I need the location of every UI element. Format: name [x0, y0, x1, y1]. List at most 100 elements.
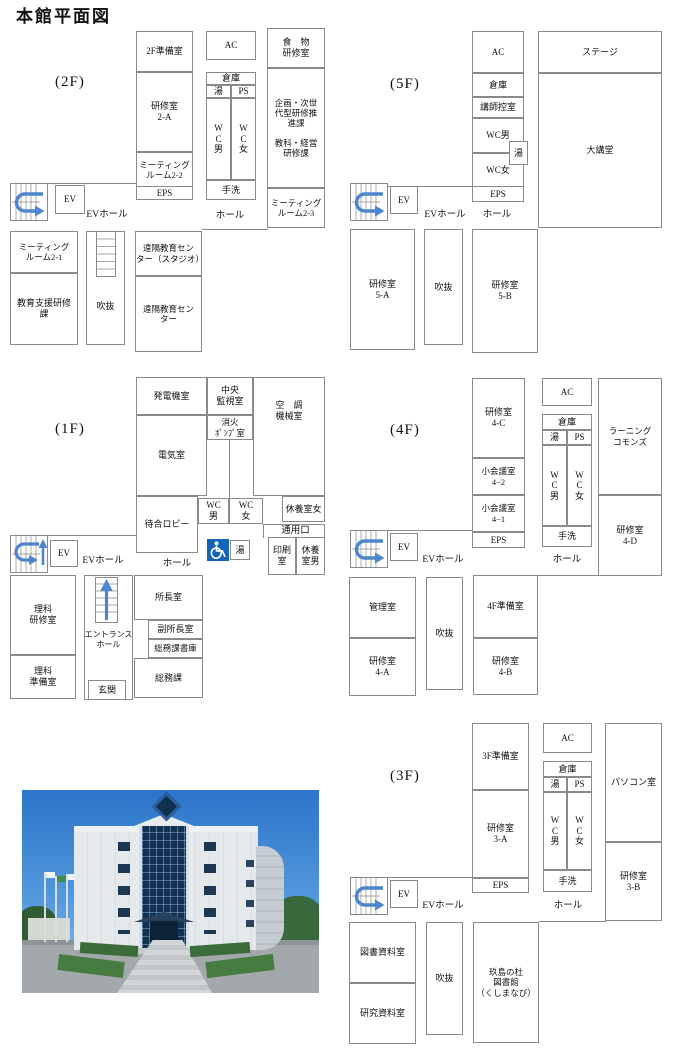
photo-far-building — [28, 918, 70, 944]
room-cell: 3F準備室 — [472, 723, 529, 790]
photo-flag-2 — [57, 876, 66, 882]
room-cell: 研修室 4-D — [598, 495, 662, 576]
room-label: AC — [491, 46, 505, 57]
room-label: 総務課書庫 — [154, 643, 197, 654]
room-label: 総務課 — [154, 672, 182, 683]
room-cell: 中央 監視室 — [207, 377, 253, 415]
room-label: 小会議室 4−2 — [481, 466, 516, 487]
room-label: ステージ — [582, 46, 618, 57]
staircase-icon — [350, 877, 388, 915]
floor-label: (5F) — [390, 76, 420, 92]
photo-wing-right — [182, 830, 258, 950]
room-label: EPS — [490, 188, 506, 199]
corridor-label: ホール — [553, 901, 583, 911]
corridor-label: ホール — [215, 211, 245, 221]
room-cell: 研修室 4-B — [473, 638, 538, 695]
room-cell: 休養 室男 — [296, 537, 325, 575]
corridor-label: EVホール — [82, 556, 124, 566]
room-label: EV — [58, 548, 70, 559]
room-label: 研修室 2-A — [150, 101, 178, 122]
room-label: PS — [238, 86, 249, 97]
room-cell: 研修室 5-A — [350, 229, 415, 350]
room-cell: 研修室 3-B — [605, 842, 662, 921]
room-label: 教育支援研修 課 — [16, 298, 71, 319]
room-label: 2F準備室 — [146, 46, 183, 57]
room-cell: 湯 — [543, 777, 567, 792]
room-label: PS — [574, 432, 585, 443]
room-cell: 休養室女 — [282, 496, 325, 522]
room-label: 理科 準備室 — [29, 666, 57, 687]
photo-flag-3 — [68, 874, 77, 880]
room-cell: 湯 — [230, 540, 250, 560]
wall-line — [229, 440, 230, 498]
room-label: EPS — [492, 880, 509, 891]
room-label: 研修室 4-C — [484, 407, 512, 428]
room-cell: 倉庫 — [472, 73, 524, 97]
room-label: 手洗 — [557, 531, 576, 542]
room-label: 吹抜 — [96, 300, 115, 311]
room-cell: 研修室 4-A — [349, 638, 416, 696]
room-label: WC女 — [486, 165, 510, 176]
room-label: 研修室 5-B — [491, 280, 519, 301]
room-cell: 手洗 — [543, 870, 592, 892]
floor-label: (4F) — [390, 422, 420, 438]
room-cell: EPS — [472, 878, 529, 893]
room-cell: 吹抜 — [424, 229, 463, 345]
room-cell: EPS — [472, 532, 525, 548]
corridor-label: 通用口 — [281, 526, 310, 536]
room-cell: 管理室 — [349, 577, 416, 638]
corridor-label: EVホール — [422, 555, 464, 565]
room-cell: ミーティング ルーム2-3 — [267, 188, 325, 228]
room-label: 遠隔教育セン ター — [142, 303, 194, 324]
photo-windows-right — [204, 842, 216, 934]
room-label: 手洗 — [558, 875, 577, 886]
room-label: 湯 — [550, 779, 560, 790]
photo-flagpole-3 — [66, 874, 68, 942]
room-label: 倉庫 — [557, 416, 576, 427]
room-label: 倉庫 — [221, 73, 240, 84]
photo-glass-tower — [142, 824, 186, 952]
room-label: ミーティング ルーム2-3 — [270, 197, 322, 218]
room-label: 発電機室 — [153, 390, 190, 401]
photo-flagpole-2 — [55, 876, 57, 942]
room-cell: W C 女 — [231, 98, 256, 180]
room-label: EV — [398, 888, 410, 899]
room-cell: 小会議室 4−1 — [472, 495, 525, 532]
staircase-icon — [350, 183, 388, 221]
room-label: 休養 室男 — [301, 545, 320, 566]
room-cell: WC 女 — [229, 498, 263, 524]
room-label: PS — [574, 779, 585, 790]
room-cell: 倉庫 — [543, 761, 592, 777]
room-label: 管理室 — [368, 602, 396, 613]
wall-line — [350, 877, 472, 878]
room-label: 研修室 4-D — [616, 524, 644, 546]
room-cell: 吹抜 — [426, 922, 463, 1035]
staircase-icon — [350, 530, 388, 568]
floor-label: (3F) — [390, 768, 420, 784]
room-label: 湯 — [513, 147, 523, 158]
room-label: 吹抜 — [435, 628, 454, 639]
room-label: AC — [560, 386, 574, 397]
page-title: 本館平面図 — [16, 7, 111, 26]
staircase-icon — [10, 535, 48, 573]
wheelchair-icon — [207, 539, 229, 561]
room-cell: 玖島の杜 図書館 （くしまなび） — [473, 922, 539, 1043]
corridor-label: ホール — [482, 210, 512, 220]
room-cell: AC — [543, 723, 592, 753]
room-label: ミーティング ルーム2-1 — [18, 241, 70, 262]
room-cell: 研修室 3-A — [472, 790, 529, 878]
floor-label: (2F) — [55, 74, 85, 90]
room-cell: ラーニング コモンズ — [598, 378, 662, 495]
room-cell: EV — [50, 540, 78, 567]
room-label: 手洗 — [221, 184, 240, 195]
room-cell: EV — [55, 185, 85, 214]
room-label: 所長室 — [154, 592, 182, 603]
room-cell: 研究資料室 — [349, 983, 416, 1044]
room-label: 食 物 研修室 — [282, 37, 310, 58]
room-cell: 玄関 — [88, 680, 126, 700]
room-label: WC 女 — [238, 500, 254, 521]
room-label: 湯 — [549, 432, 559, 443]
room-label: 企画・次世 代型研修推 進課 教科・経営 研修課 — [274, 97, 318, 159]
room-label: 研修室 3-A — [486, 823, 514, 844]
room-cell: 湯 — [509, 141, 528, 165]
